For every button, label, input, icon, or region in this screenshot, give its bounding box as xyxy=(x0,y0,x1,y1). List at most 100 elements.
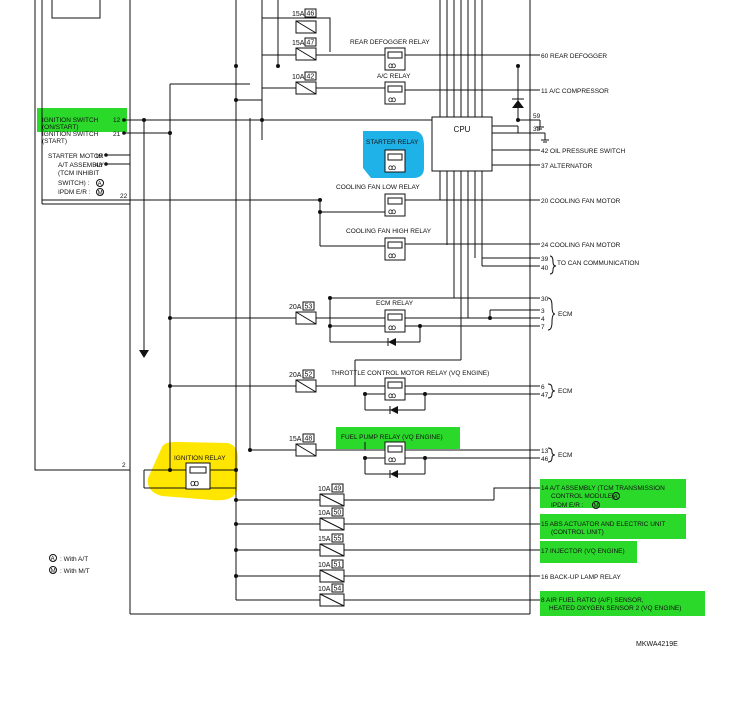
output-pin-30: 30 xyxy=(541,296,549,303)
at-assembly-label: A/T ASSEMBLY xyxy=(58,162,105,169)
output-backup-lamp: 16 BACK-UP LAMP RELAY xyxy=(541,574,622,581)
svg-text:ꝏ: ꝏ xyxy=(388,61,396,70)
fuse-labels: 15A 46 15A 47 10A 42 20A 53 20A 52 15A 4… xyxy=(289,8,344,593)
fuse-52-amp: 20A xyxy=(289,372,302,379)
output-abs-l2: (CONTROL UNIT) xyxy=(551,529,604,536)
output-pin-38: 38 xyxy=(533,126,541,133)
output-pin-6: 6 xyxy=(541,384,545,391)
ignition-switch-on-label: IGNITION SWITCH xyxy=(42,117,99,124)
fuse-55-number: 55 xyxy=(334,536,342,543)
svg-text:ꝏ: ꝏ xyxy=(388,391,396,400)
output-pin-47: 47 xyxy=(541,392,549,399)
output-pin-39: 39 xyxy=(541,256,549,263)
svg-text:ꝏ: ꝏ xyxy=(388,95,396,104)
fuse-42-number: 42 xyxy=(307,74,315,81)
output-pin-4: 4 xyxy=(541,316,545,323)
ecm-relay-label: ECM RELAY xyxy=(376,300,414,307)
output-cooling-fan-24: 24 COOLING FAN MOTOR xyxy=(541,242,621,249)
fuse-49-amp: 10A xyxy=(318,486,331,493)
starter-motor-label: STARTER MOTOR xyxy=(48,153,104,160)
fuse-42-amp: 10A xyxy=(292,74,305,81)
output-pin-3: 3 xyxy=(541,308,545,315)
relay-symbols: ꝏ ꝏ ꝏ ꝏ ꝏ ꝏ ꝏ ꝏ ꝏ xyxy=(185,47,406,490)
starter-relay-label: STARTER RELAY xyxy=(366,139,419,146)
fuse-48-amp: 15A xyxy=(289,436,302,443)
svg-text:ꝏ: ꝏ xyxy=(388,207,396,216)
fuse-51-amp: 10A xyxy=(318,562,331,569)
fuse-46-number: 46 xyxy=(307,11,315,18)
arrow-symbol xyxy=(139,350,149,358)
diagram-code: MKWA4219E xyxy=(636,641,678,648)
symbol-m-left: M xyxy=(98,191,103,197)
output-at-assembly-l1: 14 A/T ASSEMBLY (TCM TRANSMISSION xyxy=(541,485,665,492)
ignition-switch-start-sub: (START) xyxy=(42,138,67,145)
highlight-af-sensor xyxy=(540,591,705,616)
fuse-48-number: 48 xyxy=(305,436,313,443)
ac-relay-label: A/C RELAY xyxy=(377,73,411,80)
output-ecm-a: ECM xyxy=(558,311,572,318)
ignition-relay-label: IGNITION RELAY xyxy=(174,455,226,462)
throttle-relay-label: THROTTLE CONTROL MOTOR RELAY (VQ ENGINE) xyxy=(331,370,489,377)
fuse-symbols xyxy=(295,20,345,607)
legend-m-symbol: M xyxy=(51,569,56,575)
output-pin-40: 40 xyxy=(541,265,549,272)
fuse-47-number: 47 xyxy=(307,40,315,47)
brace-symbols xyxy=(547,255,557,463)
fuse-54-amp: 10A xyxy=(318,586,331,593)
ipdm-pin: 22 xyxy=(120,193,128,200)
ignition-switch-on-sub: (ON/START) xyxy=(42,124,79,131)
output-af-l1: 8 AIR FUEL RATIO (A/F) SENSOR, xyxy=(541,597,644,604)
legend-m-label: : With M/T xyxy=(60,568,90,575)
starter-motor-pin: 19 xyxy=(95,153,103,160)
output-alternator: 37 ALTERNATOR xyxy=(541,163,593,170)
output-at-assembly-l2: CONTROL MODULE) : xyxy=(551,493,618,500)
highlight-abs xyxy=(540,514,686,539)
legend-a-label: : With A/T xyxy=(60,556,88,563)
cpu-box xyxy=(431,116,493,172)
svg-text:ꝏ: ꝏ xyxy=(190,478,199,488)
ipdm-label: IPDM E/R : xyxy=(58,189,91,196)
tcm-switch-label: SWITCH) : xyxy=(58,180,90,187)
fuse-46-amp: 15A xyxy=(292,11,305,18)
tcm-inhibit-label: (TCM INHIBIT xyxy=(58,170,99,177)
output-ac-compressor: 11 A/C COMPRESSOR xyxy=(541,88,609,95)
output-can: TO CAN COMMUNICATION xyxy=(557,260,639,267)
fuse-53-amp: 20A xyxy=(289,304,302,311)
svg-text:ꝏ: ꝏ xyxy=(388,455,396,464)
fuse-55-amp: 15A xyxy=(318,536,331,543)
fuse-52-number: 52 xyxy=(305,372,313,379)
output-abs-l1: 15 ABS ACTUATOR AND ELECTRIC UNIT xyxy=(541,521,665,528)
output-injector: 17 INJECTOR (VQ ENGINE) xyxy=(541,548,625,555)
diode-symbol xyxy=(512,98,524,108)
output-symbol-m: M xyxy=(594,504,599,510)
fuse-49-number: 49 xyxy=(334,486,342,493)
output-af-l2: HEATED OXYGEN SENSOR 2 (VQ ENGINE) xyxy=(549,605,681,612)
output-symbol-a: A xyxy=(614,495,618,501)
cooling-fan-low-relay-label: COOLING FAN LOW RELAY xyxy=(336,184,420,191)
output-pin-59: 59 xyxy=(533,113,541,120)
highlight-ignition-switch xyxy=(37,108,127,132)
output-cooling-fan-20: 20 COOLING FAN MOTOR xyxy=(541,198,621,205)
svg-text:ꝏ: ꝏ xyxy=(388,251,396,260)
cooling-fan-high-relay-label: COOLING FAN HIGH RELAY xyxy=(346,228,432,235)
highlight-fuel-pump-relay xyxy=(336,427,460,449)
fuse-47-amp: 15A xyxy=(292,40,305,47)
output-rear-defogger: 60 REAR DEFOGGER xyxy=(541,53,607,60)
output-ecm-b: ECM xyxy=(558,388,572,395)
output-ipdm-er: IPDM E/R : xyxy=(551,502,584,509)
fuse-51-number: 51 xyxy=(334,562,342,569)
symbol-a-left: A xyxy=(98,182,102,188)
wiring xyxy=(34,0,549,615)
highlight-injector xyxy=(540,541,637,563)
legend-a-symbol: A xyxy=(51,557,55,563)
output-pin-7: 7 xyxy=(541,324,545,331)
rear-defogger-relay-label: REAR DEFOGGER RELAY xyxy=(350,39,430,46)
fuse-50-number: 50 xyxy=(334,510,342,517)
ignition-switch-start-label: IGNITION SWITCH xyxy=(42,131,99,138)
svg-text:ꝏ: ꝏ xyxy=(388,163,396,172)
fuse-54-number: 54 xyxy=(334,586,342,593)
output-pin-46: 46 xyxy=(541,456,549,463)
fuse-50-amp: 10A xyxy=(318,510,331,517)
ignition-switch-on-pin: 12 xyxy=(113,117,121,124)
